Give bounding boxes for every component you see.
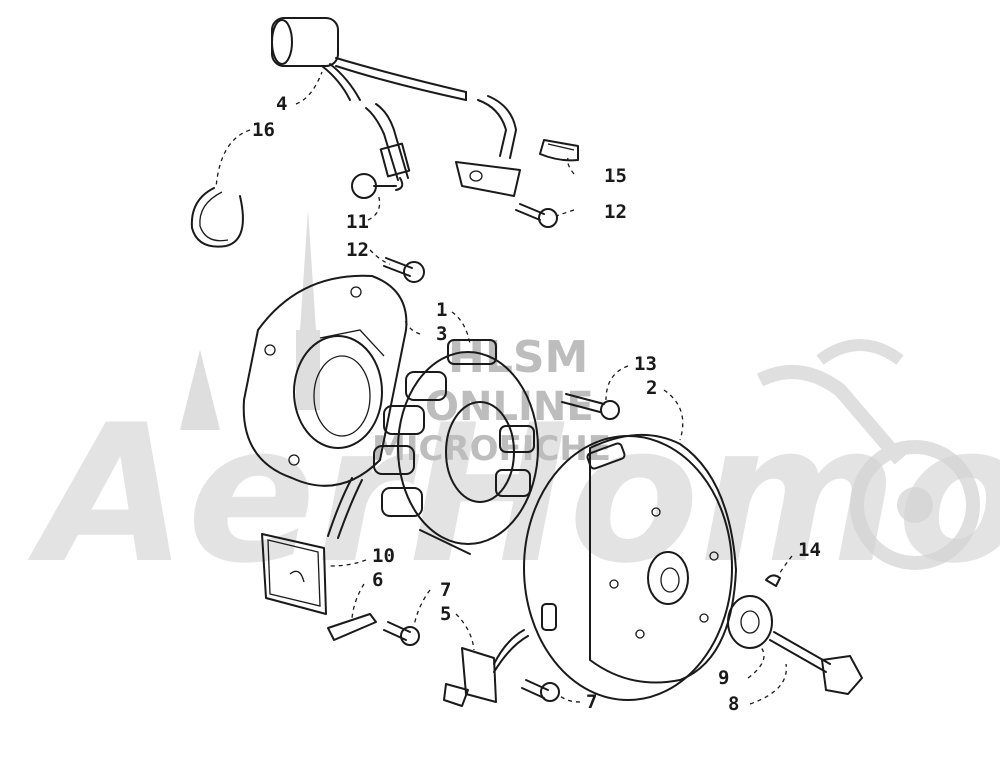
callout-9: 8 [728, 693, 739, 715]
part-connector-housing [271, 17, 467, 101]
callout-7-upper: 7 [440, 579, 451, 601]
part-upper-sensor [455, 95, 521, 197]
watermark-line-2: ONLINE [425, 384, 594, 430]
part-bolt-7b [521, 679, 560, 702]
part-bracket [327, 613, 377, 641]
part-key [765, 574, 781, 587]
callout-3: 3 [436, 323, 447, 345]
part-stator [327, 339, 539, 555]
callout-2: 2 [646, 377, 657, 399]
part-bolt-middle [383, 257, 425, 283]
callout-7-lower: 7 [586, 691, 597, 713]
watermark-motorcycle-icon [756, 339, 980, 570]
callout-16: 16 [252, 119, 275, 141]
part-bolt-upper [515, 203, 558, 228]
callout-4: 4 [276, 93, 287, 115]
callout-15: 15 [604, 165, 627, 187]
callout-12-upper: 12 [604, 201, 627, 223]
part-ground-lead [351, 103, 411, 199]
callout-11: 11 [346, 211, 369, 233]
callout-12-middle: 12 [346, 239, 369, 261]
callout-1: 1 [436, 299, 447, 321]
leader-lines [215, 71, 793, 705]
part-grommet [539, 139, 579, 162]
part-flywheel-bolt [769, 631, 863, 695]
callout-13: 13 [634, 353, 657, 375]
part-wire-clamp [190, 187, 244, 248]
callout-14: 14 [798, 539, 821, 561]
part-trigger-sensor [443, 629, 529, 707]
part-flywheel [523, 434, 737, 701]
callouts: 4 16 15 11 12 12 1 3 13 2 14 10 6 7 5 9 … [252, 93, 821, 715]
part-bolt-7a [383, 621, 420, 646]
part-washer [727, 595, 773, 649]
callout-10: 9 [718, 667, 729, 689]
part-bolt-13 [561, 393, 620, 420]
watermark: AerHomo HLSM ONLINE MICROFICHE [27, 210, 1000, 605]
callout-5: 5 [440, 603, 451, 625]
part-stator-housing [242, 274, 408, 487]
part-cover-plate [261, 533, 327, 615]
callout-8: 10 [372, 545, 395, 567]
callout-6: 6 [372, 569, 383, 591]
